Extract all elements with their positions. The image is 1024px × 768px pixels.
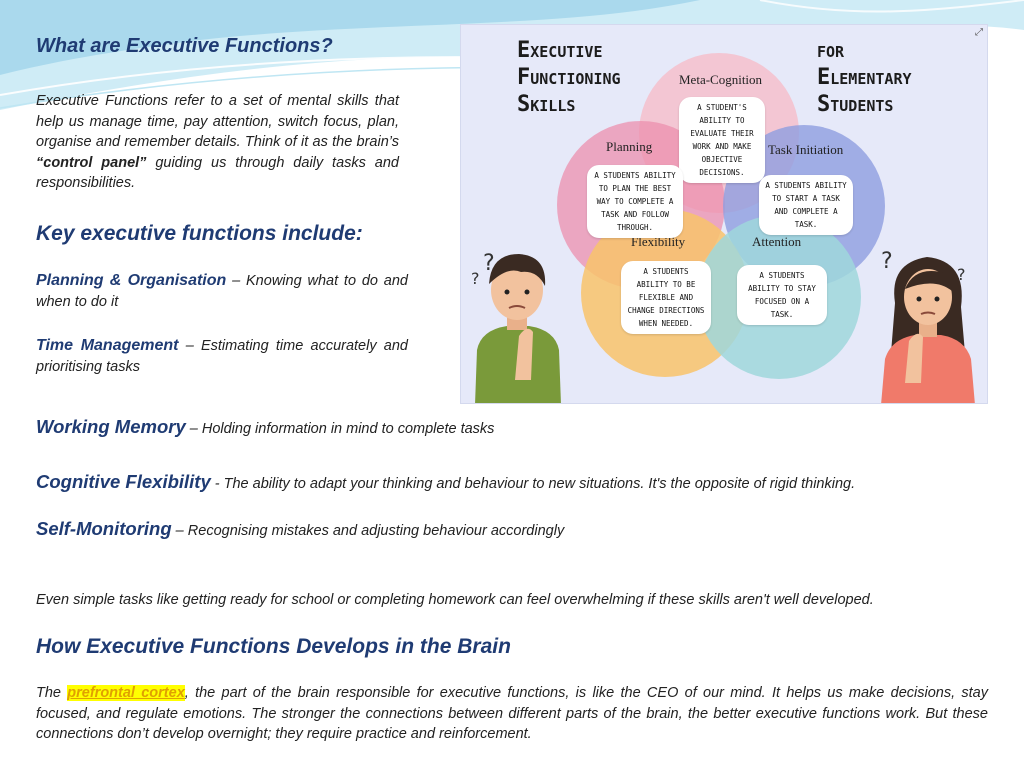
function-cognitive-flexibility: Cognitive Flexibility - The ability to a… — [36, 471, 1016, 495]
intro-paragraph: Executive Functions refer to a set of me… — [36, 91, 399, 194]
function-separator: – — [226, 273, 247, 289]
attention-desc: A students ability to stay focused on a … — [737, 265, 827, 325]
question-mark-icon: ? — [471, 269, 480, 288]
prefrontal-cortex-highlight: prefrontal cortex — [67, 685, 185, 701]
intro-text-end: guiding us through daily tasks and respo… — [36, 154, 399, 192]
question-mark-icon: ? — [881, 249, 893, 274]
note-paragraph: Even simple tasks like getting ready for… — [36, 592, 874, 608]
function-separator: – — [178, 338, 201, 354]
thinking-girl-illustration — [881, 257, 975, 403]
infographic-title-right: for Elementary Students — [817, 38, 912, 117]
page-title: What are Executive Functions? — [36, 35, 333, 57]
function-planning: Planning & Organisation – Knowing what t… — [36, 271, 408, 312]
function-term: Planning & Organisation — [36, 272, 227, 289]
task-initiation-label: Task Initiation — [768, 142, 844, 157]
function-separator: – — [185, 421, 202, 437]
closing-text-start: The — [36, 685, 68, 701]
intro-text-start: Executive Functions refer to a set of me… — [36, 93, 399, 150]
function-desc: Knowing what to do and when to do it — [36, 273, 408, 310]
function-separator: - — [210, 476, 224, 492]
meta-cognition-desc: A student's ability to evaluate their wo… — [679, 97, 765, 183]
executive-functioning-infographic: Executive Functioning Skills for Element… — [460, 24, 988, 404]
function-separator: – — [171, 523, 188, 539]
function-desc: Estimating time accurately and prioritis… — [36, 338, 408, 375]
thinking-boy-illustration — [475, 254, 561, 403]
function-desc: Recognising mistakes and adjusting behav… — [187, 523, 565, 539]
task-initiation-desc: A students ability to start a task and c… — [759, 175, 853, 235]
planning-label: Planning — [606, 139, 653, 154]
expand-icon[interactable]: ⤢ — [975, 27, 983, 38]
function-term: Working Memory — [36, 416, 186, 437]
closing-paragraph: The prefrontal cortex, the part of the b… — [36, 683, 988, 745]
question-mark-icon: ? — [483, 251, 495, 276]
function-desc: The ability to adapt your thinking and b… — [223, 476, 856, 492]
flexibility-desc: A students ability to be flexible and ch… — [621, 261, 711, 334]
function-desc: Holding information in mind to complete … — [201, 421, 495, 437]
attention-label: Attention — [752, 234, 802, 249]
control-panel-phrase: “control panel” — [36, 154, 147, 171]
function-working-memory: Working Memory – Holding information in … — [36, 416, 996, 440]
question-mark-icon: ? — [957, 265, 966, 284]
function-term: Time Management — [36, 337, 179, 354]
planning-desc: A students ability to plan the best way … — [587, 165, 683, 238]
meta-cognition-label: Meta-Cognition — [679, 72, 763, 87]
function-time-management: Time Management – Estimating time accura… — [36, 336, 408, 377]
closing-text-end: , the part of the brain responsible for … — [36, 685, 988, 742]
key-functions-heading: Key executive functions include: — [36, 222, 363, 245]
infographic-title-left: Executive Functioning Skills — [517, 38, 621, 117]
function-term: Cognitive Flexibility — [36, 471, 211, 492]
function-term: Self-Monitoring — [36, 518, 172, 539]
function-self-monitoring: Self-Monitoring – Recognising mistakes a… — [36, 518, 996, 542]
brain-development-heading: How Executive Functions Develops in the … — [36, 635, 511, 658]
